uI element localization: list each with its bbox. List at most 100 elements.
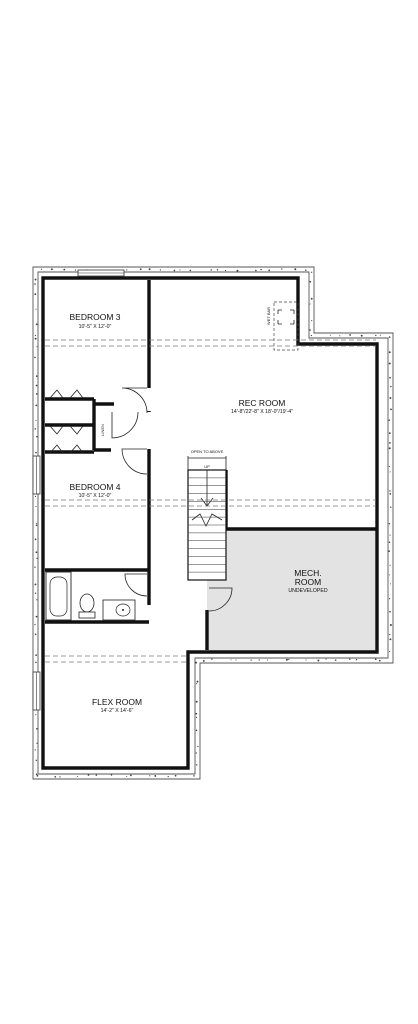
foundation-dot bbox=[224, 269, 226, 272]
foundation-dot bbox=[34, 337, 37, 340]
foundation-dot bbox=[148, 268, 151, 271]
bathtub bbox=[45, 571, 72, 621]
exterior-wall bbox=[41, 276, 379, 770]
foundation-dot bbox=[35, 615, 38, 618]
foundation-dot bbox=[34, 495, 37, 498]
foundation-dot bbox=[130, 774, 132, 777]
foundation-dot bbox=[310, 334, 313, 337]
foundation-dot bbox=[36, 774, 39, 777]
foundation-dot bbox=[388, 598, 391, 600]
room-name-mech-line1: MECH. bbox=[294, 568, 321, 578]
foundation-dot bbox=[389, 638, 392, 641]
foundation-dot bbox=[230, 659, 232, 661]
foundation-dot bbox=[388, 541, 391, 544]
staircase bbox=[187, 469, 227, 581]
room-name-flex: FLEX ROOM bbox=[92, 697, 142, 707]
label-wet-bar: WET BAR bbox=[266, 307, 271, 325]
room-dims-bedroom4: 10'-5" X 12'-0" bbox=[79, 493, 112, 499]
foundation-dot bbox=[389, 624, 392, 626]
foundation-dot bbox=[34, 633, 37, 636]
foundation-dot bbox=[35, 393, 38, 395]
foundation-dot bbox=[349, 658, 351, 660]
foundation-dot bbox=[309, 303, 311, 305]
foundation-dot bbox=[389, 564, 391, 566]
foundation-dot bbox=[110, 774, 113, 776]
foundation-dot bbox=[34, 334, 36, 337]
foundation-dot bbox=[195, 700, 198, 703]
foundation-dot bbox=[288, 658, 290, 661]
foundation-dot bbox=[389, 633, 391, 636]
foundation-dot bbox=[334, 659, 337, 661]
closet-bifold-doors bbox=[49, 389, 84, 454]
foundation-dot bbox=[167, 775, 169, 778]
foundation-dot bbox=[34, 623, 36, 626]
room-dims-flex: 14'-2" X 14'-6" bbox=[101, 708, 134, 714]
foundation-dot bbox=[139, 268, 142, 271]
foundation-dot bbox=[50, 268, 53, 271]
foundation-dot bbox=[250, 659, 252, 661]
foundation-dot bbox=[196, 683, 198, 685]
foundation-dot bbox=[34, 356, 36, 359]
foundation-dot bbox=[126, 775, 128, 778]
foundation-dot bbox=[330, 334, 331, 336]
foundation-dot bbox=[35, 773, 38, 776]
foundation-dot bbox=[355, 659, 358, 661]
foundation-dot bbox=[202, 659, 205, 662]
foundation-dot bbox=[281, 268, 283, 270]
window-left-bedroom4 bbox=[32, 455, 41, 495]
foundation-dot bbox=[388, 466, 390, 468]
stair-open-to-above-line bbox=[187, 456, 227, 470]
foundation-dot bbox=[35, 506, 37, 508]
foundation-inner-line bbox=[37, 271, 389, 775]
room-name-mech-line2: ROOM bbox=[295, 577, 321, 587]
foundation-dot bbox=[216, 269, 219, 271]
foundation-dot bbox=[389, 534, 391, 536]
foundation-dot bbox=[36, 727, 38, 730]
foundation-dot bbox=[195, 729, 198, 732]
foundation-dot bbox=[378, 659, 381, 662]
foundation-dot bbox=[195, 716, 198, 719]
foundation-dot bbox=[197, 745, 199, 748]
foundation-dot bbox=[35, 323, 38, 326]
foundation-dot bbox=[59, 776, 61, 778]
foundation-dot bbox=[36, 557, 38, 560]
room-name-bedroom4: BEDROOM 4 bbox=[69, 482, 120, 492]
foundation-dot bbox=[388, 522, 391, 525]
foundation-dot bbox=[294, 268, 297, 271]
foundation-dot bbox=[388, 432, 391, 435]
foundation-dot bbox=[389, 397, 392, 399]
label-stair-up: UP bbox=[204, 464, 210, 469]
foundation-dot bbox=[211, 658, 213, 660]
foundation-dot bbox=[34, 538, 37, 541]
foundation-dot bbox=[389, 442, 391, 444]
foundation-dot bbox=[63, 268, 66, 271]
toilet bbox=[78, 593, 96, 619]
foundation-dot bbox=[317, 659, 320, 662]
foundation-dot bbox=[310, 297, 313, 300]
foundation-dot bbox=[34, 278, 37, 281]
foundation-dot bbox=[159, 269, 162, 271]
foundation-dot bbox=[339, 335, 341, 337]
foundation-dot bbox=[195, 712, 198, 715]
foundation-dot bbox=[173, 269, 176, 272]
foundation-dot bbox=[375, 334, 377, 337]
foundation-dot bbox=[154, 774, 157, 777]
foundation-dot bbox=[36, 435, 38, 438]
foundation-dot bbox=[76, 775, 79, 778]
foundation-dot bbox=[349, 334, 351, 336]
room-dims-bedroom3: 10'-5" X 12'-0" bbox=[79, 324, 112, 330]
foundation-dot bbox=[389, 490, 391, 492]
foundation-dot bbox=[305, 269, 307, 271]
foundation-dot bbox=[389, 610, 391, 613]
foundation-dot bbox=[36, 599, 38, 601]
foundation-dot bbox=[34, 592, 37, 594]
foundation-dot bbox=[35, 451, 37, 454]
foundation-dot bbox=[389, 471, 391, 473]
foundation-dot bbox=[311, 320, 313, 322]
foundation-dot bbox=[388, 550, 390, 552]
foundation-dot bbox=[388, 419, 390, 421]
foundation-dot bbox=[35, 524, 38, 526]
window-top bbox=[77, 269, 125, 277]
door-swings bbox=[111, 387, 233, 612]
